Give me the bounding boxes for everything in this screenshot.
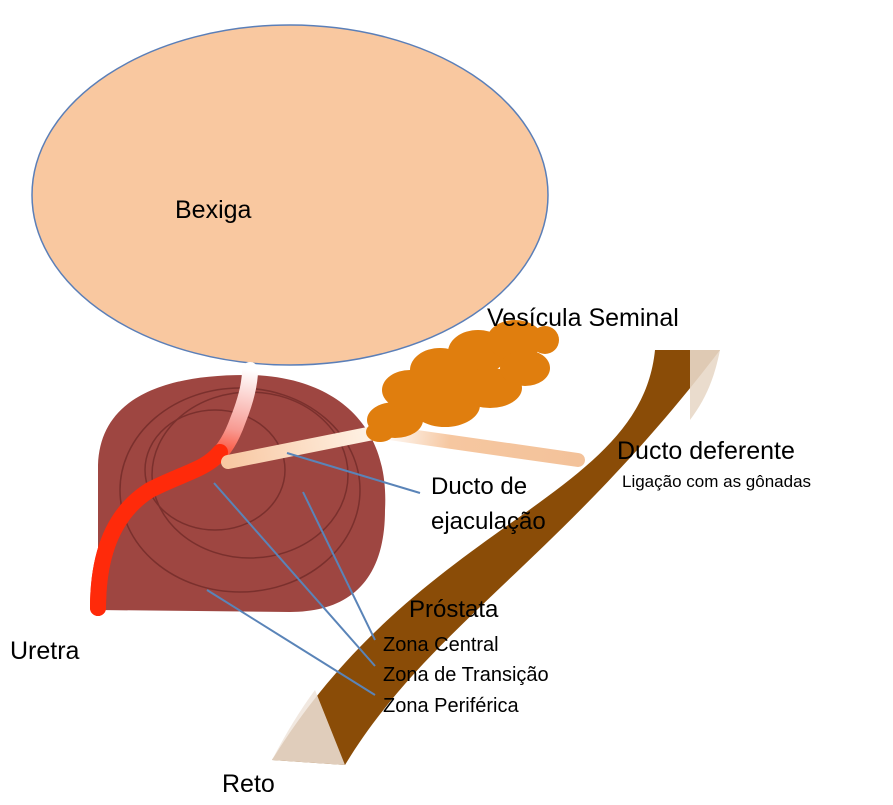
label-seminal-vesicle: Vesícula Seminal xyxy=(487,304,679,332)
label-urethra: Uretra xyxy=(10,637,80,665)
label-zone-central: Zona Central xyxy=(383,634,499,656)
vesicle-lobe xyxy=(500,350,550,386)
vas-deferens xyxy=(382,432,578,460)
bladder xyxy=(32,25,548,365)
label-ejaculatory-duct-line2: ejaculação xyxy=(431,508,546,535)
label-prostate: Próstata xyxy=(409,596,499,623)
label-zone-transition: Zona de Transição xyxy=(383,664,549,686)
label-vas-deferens: Ducto deferente xyxy=(617,437,795,465)
label-zone-peripheral: Zona Periférica xyxy=(383,695,519,717)
label-rectum: Reto xyxy=(222,770,275,798)
vesicle-lobe xyxy=(366,422,394,442)
label-ejaculatory-duct-line1: Ducto de xyxy=(431,473,527,500)
label-vas-deferens-note: Ligação com as gônadas xyxy=(622,472,811,491)
rectum-top-highlight xyxy=(690,350,720,420)
label-bladder: Bexiga xyxy=(175,196,252,224)
